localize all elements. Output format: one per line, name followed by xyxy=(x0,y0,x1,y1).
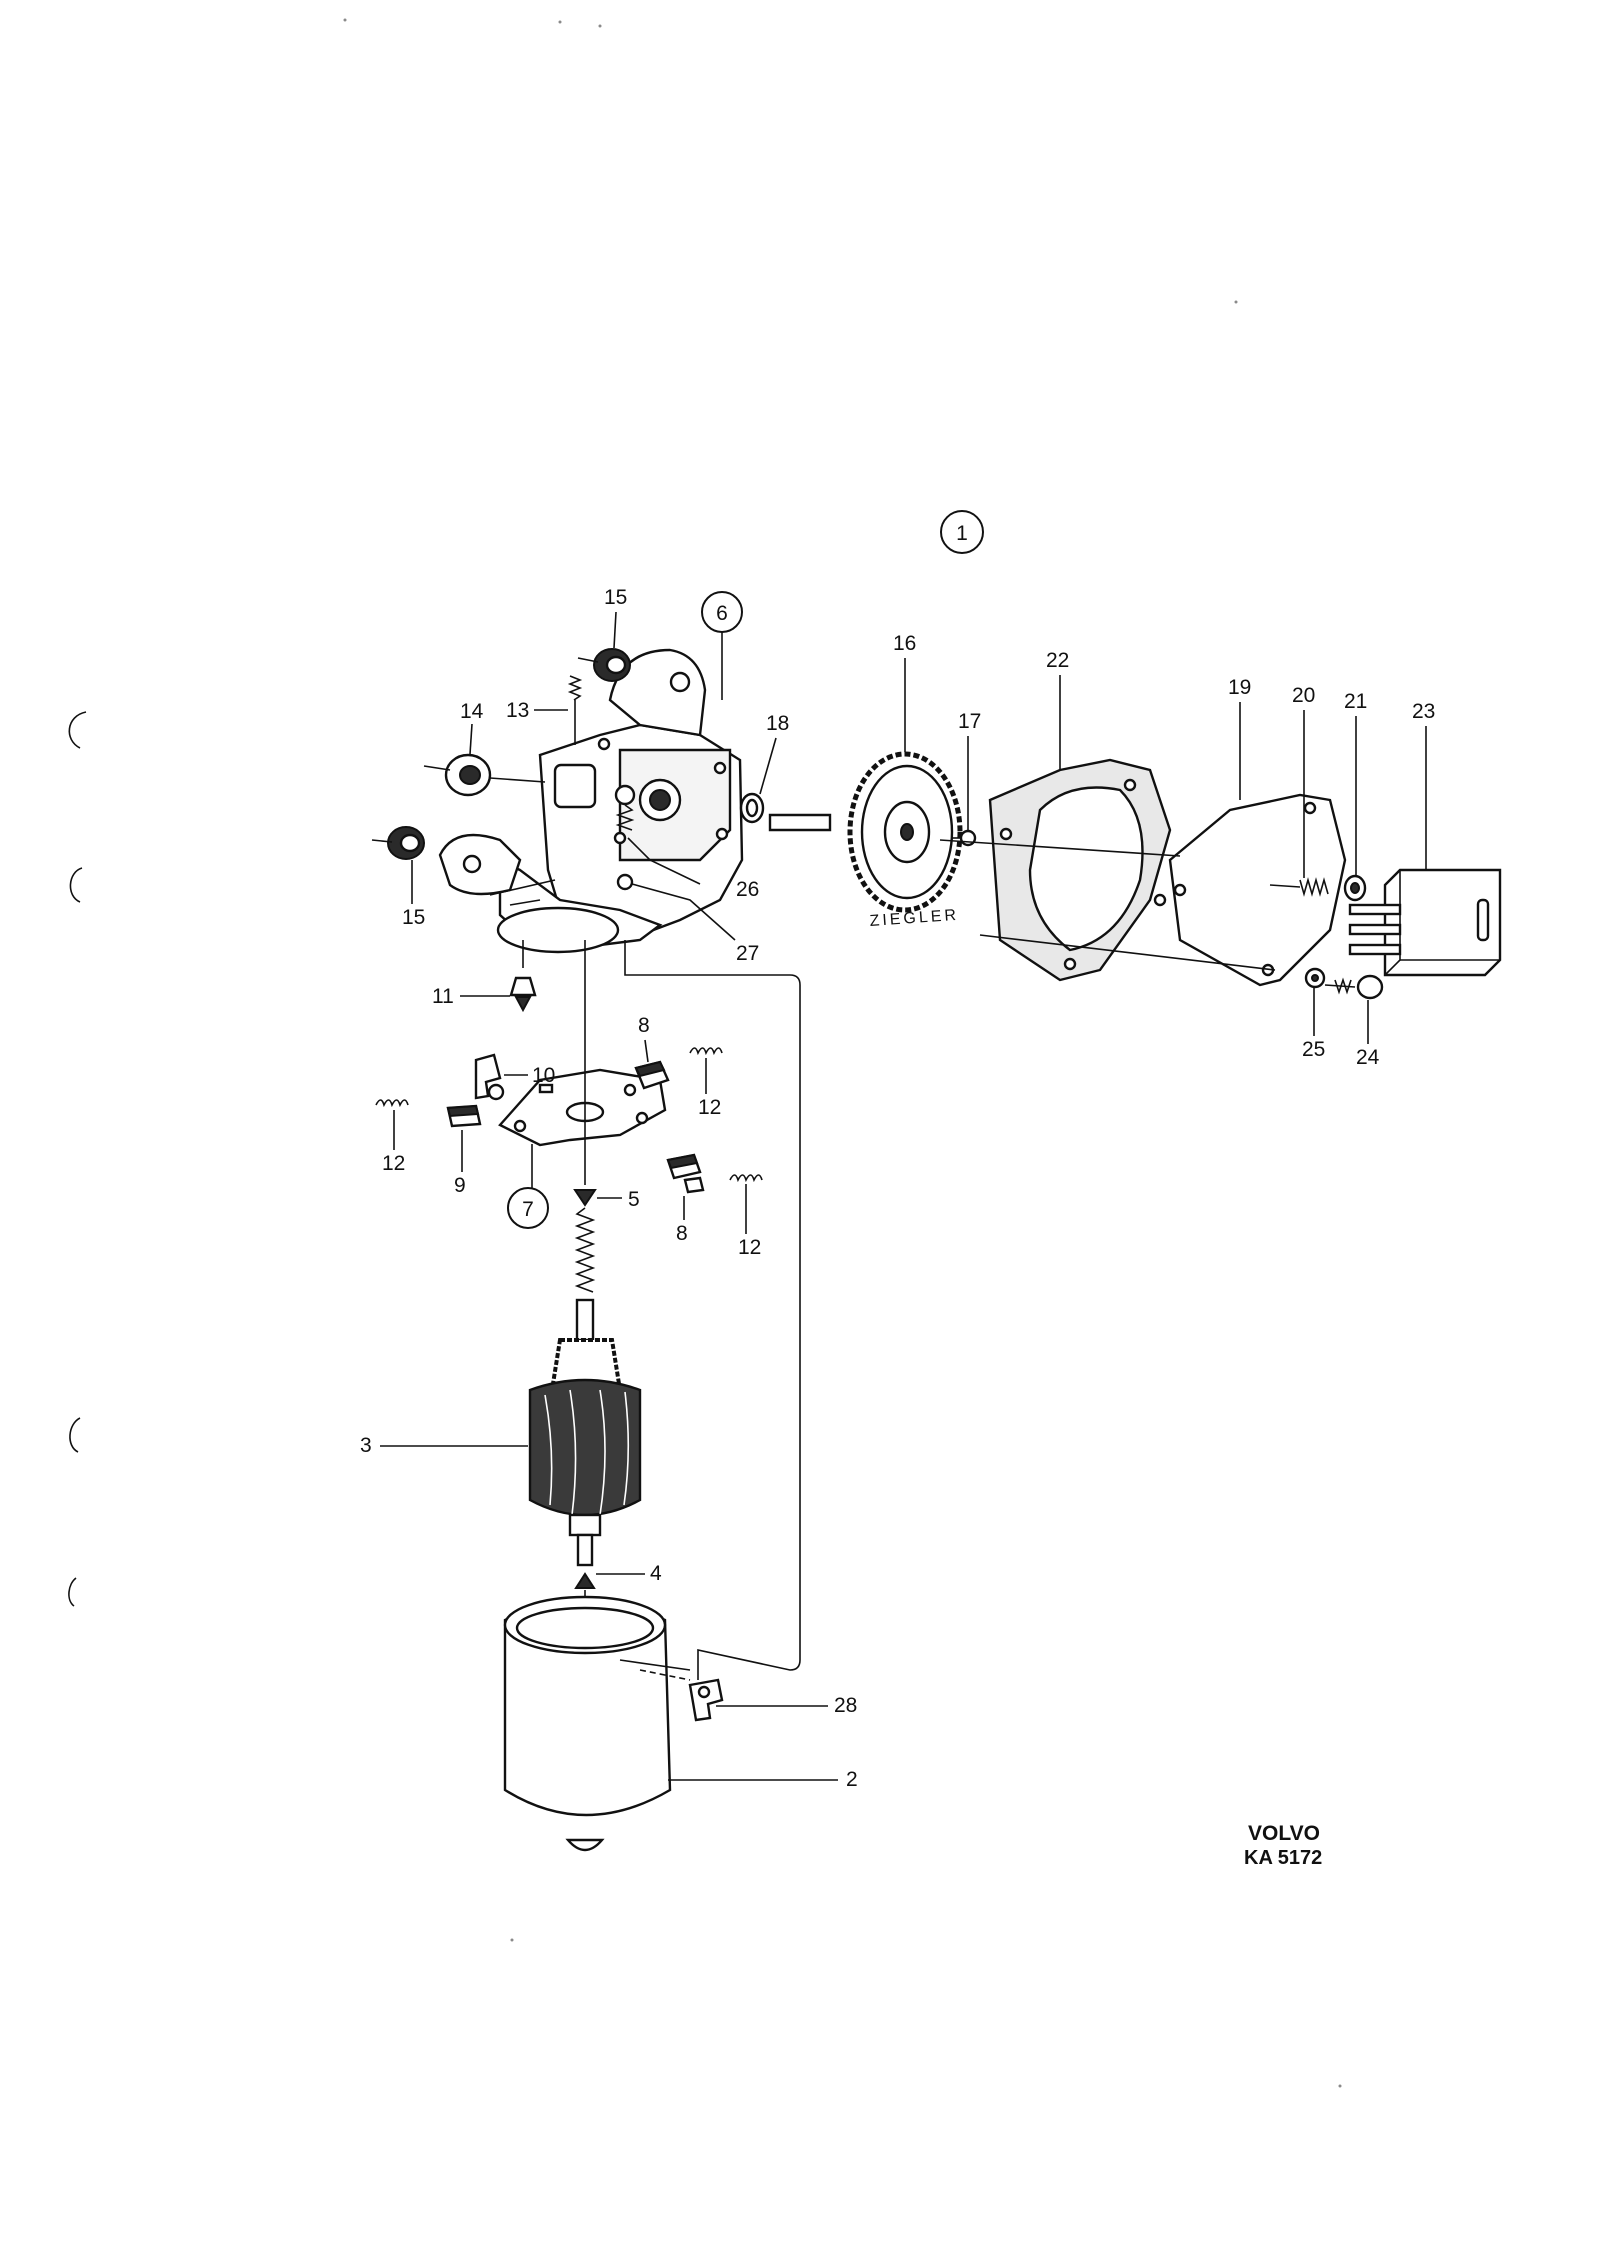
svg-text:24: 24 xyxy=(1356,1046,1380,1069)
svg-text:14: 14 xyxy=(460,700,484,723)
ground-terminal xyxy=(624,940,801,1722)
callout-16: 16 xyxy=(893,632,916,752)
callout-19: 19 xyxy=(1228,676,1251,800)
carbon-brush-upper xyxy=(634,1060,670,1090)
svg-text:5: 5 xyxy=(628,1188,640,1211)
callout-20: 20 xyxy=(1292,684,1315,878)
callout-12-upper: 12 xyxy=(698,1058,721,1119)
callout-7: 7 xyxy=(507,1144,549,1229)
callout-5: 5 xyxy=(597,1188,640,1211)
seal-ring xyxy=(739,792,765,824)
callout-22: 22 xyxy=(1046,649,1069,770)
svg-text:3: 3 xyxy=(360,1434,372,1457)
electrical-connector xyxy=(1348,868,1502,977)
svg-text:20: 20 xyxy=(1292,684,1315,707)
callout-8-lower: 8 xyxy=(676,1196,688,1245)
carbon-brush-left xyxy=(446,1104,482,1128)
svg-text:12: 12 xyxy=(698,1096,721,1119)
drawing-code: KA 5172 xyxy=(1244,1847,1322,1869)
svg-text:4: 4 xyxy=(650,1562,662,1585)
cover-gasket xyxy=(988,758,1172,982)
callout-9: 9 xyxy=(454,1130,466,1197)
svg-text:22: 22 xyxy=(1046,649,1069,672)
svg-text:10: 10 xyxy=(532,1064,555,1087)
rubber-grommet-bottom xyxy=(371,826,425,860)
cover-washer xyxy=(1343,874,1367,902)
rubber-grommet-top xyxy=(577,648,631,682)
callout-11: 11 xyxy=(432,985,510,1008)
callout-28: 28 xyxy=(716,1694,857,1717)
gearbox-cover xyxy=(939,793,1347,987)
svg-text:15: 15 xyxy=(402,906,425,929)
housing-screw xyxy=(614,784,701,885)
motor-housing xyxy=(503,1595,691,1852)
brush-holder-clip xyxy=(474,1053,505,1101)
svg-text:12: 12 xyxy=(382,1152,405,1175)
thrust-ball-upper xyxy=(573,1189,597,1207)
drawing-identifier: VOLVO KA 5172 xyxy=(1244,1822,1322,1869)
svg-text:9: 9 xyxy=(454,1174,466,1197)
carbon-brush-lower xyxy=(666,1153,705,1194)
callout-15-bottom: 15 xyxy=(402,860,425,929)
svg-text:28: 28 xyxy=(834,1694,857,1717)
svg-text:2: 2 xyxy=(846,1768,858,1791)
callout-27: 27 xyxy=(736,942,759,965)
svg-text:15: 15 xyxy=(604,586,627,609)
svg-text:11: 11 xyxy=(432,985,454,1008)
worm-gear: ZIEGLER xyxy=(768,751,963,930)
callout-12-lower: 12 xyxy=(738,1184,761,1259)
svg-text:6: 6 xyxy=(716,602,728,625)
svg-text:12: 12 xyxy=(738,1236,761,1259)
scan-artifacts xyxy=(68,18,1342,2088)
brush-holder-plate xyxy=(498,1068,667,1147)
callout-12-left: 12 xyxy=(382,1110,405,1175)
svg-text:8: 8 xyxy=(638,1014,650,1037)
callout-24: 24 xyxy=(1356,1000,1380,1069)
callout-25: 25 xyxy=(1302,988,1325,1061)
svg-text:26: 26 xyxy=(736,878,759,901)
callout-17: 17 xyxy=(958,710,981,830)
svg-text:8: 8 xyxy=(676,1222,688,1245)
svg-text:18: 18 xyxy=(766,712,789,735)
callout-8-upper: 8 xyxy=(638,1014,650,1063)
svg-text:25: 25 xyxy=(1302,1038,1325,1061)
svg-text:27: 27 xyxy=(736,942,759,965)
brand-name: VOLVO xyxy=(1248,1822,1320,1845)
svg-text:19: 19 xyxy=(1228,676,1251,699)
svg-text:21: 21 xyxy=(1344,690,1367,713)
connector-washer xyxy=(1304,967,1326,989)
armature xyxy=(528,940,642,1567)
spring-washer xyxy=(616,873,736,941)
gearbox-housing xyxy=(438,648,744,954)
svg-text:16: 16 xyxy=(893,632,916,655)
connector-screw xyxy=(1324,974,1384,1000)
svg-text:17: 17 xyxy=(958,710,981,733)
callout-21: 21 xyxy=(1344,690,1367,876)
group-number: 1 xyxy=(956,522,968,545)
callout-18: 18 xyxy=(759,712,789,795)
callout-15-top: 15 xyxy=(604,586,627,649)
bushing xyxy=(423,753,546,797)
callout-6: 6 xyxy=(701,591,743,700)
svg-text:23: 23 xyxy=(1412,700,1435,723)
callout-14: 14 xyxy=(460,700,484,755)
brush-spring-lower xyxy=(729,1174,763,1183)
callout-10: 10 xyxy=(504,1064,555,1087)
callout-13: 13 xyxy=(506,699,568,722)
adjusting-screw xyxy=(567,675,583,745)
brush-spring-upper xyxy=(689,1047,723,1056)
retaining-clip xyxy=(509,940,537,1013)
group-number-badge: 1 xyxy=(940,510,984,554)
cover-screw xyxy=(1269,877,1329,897)
callout-23: 23 xyxy=(1412,700,1435,870)
brush-spring-left xyxy=(375,1099,409,1108)
callout-2: 2 xyxy=(668,1768,858,1791)
svg-text:13: 13 xyxy=(506,699,529,722)
callout-3: 3 xyxy=(360,1434,528,1457)
svg-text:7: 7 xyxy=(522,1198,534,1221)
gear-marking: ZIEGLER xyxy=(869,907,959,930)
callout-26: 26 xyxy=(736,878,759,901)
callout-4: 4 xyxy=(596,1562,662,1585)
